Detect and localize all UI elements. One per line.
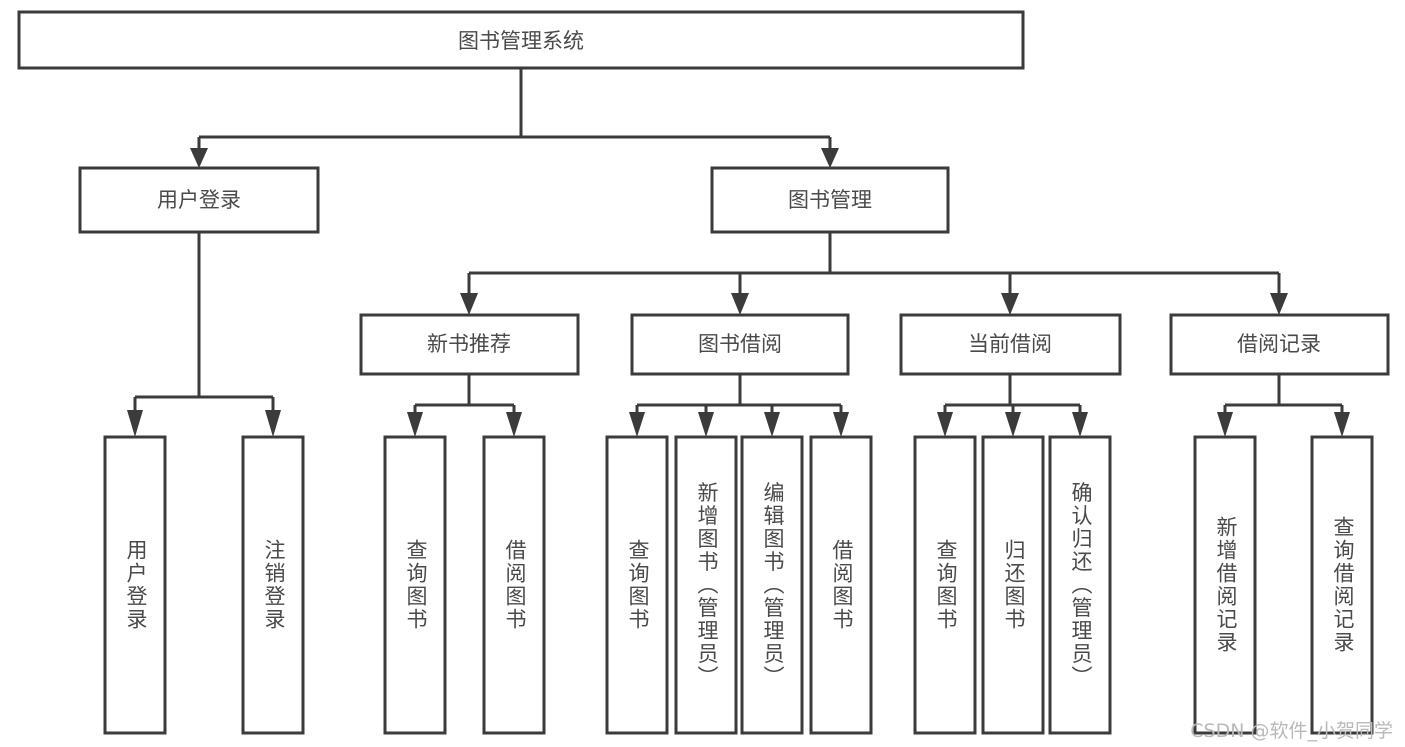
leaf-node-add-book-admin[interactable]: 新增图书（管理员） xyxy=(674,435,738,735)
node-box xyxy=(605,435,669,735)
node-box xyxy=(1193,435,1257,735)
node-user-login[interactable]: 用户登录 xyxy=(78,166,320,234)
node-label: 编辑图书（管理员） xyxy=(761,482,785,689)
arrow-head-icon xyxy=(1334,412,1350,437)
node-root-system[interactable]: 图书管理系统 xyxy=(17,10,1025,70)
node-new-book-recommend[interactable]: 新书推荐 xyxy=(359,313,580,376)
node-box xyxy=(1048,435,1112,735)
leaf-node-logout[interactable]: 注销登录 xyxy=(241,435,305,735)
node-box xyxy=(630,313,850,376)
arrow-head-icon xyxy=(506,412,522,437)
arrow-head-icon xyxy=(190,148,208,168)
node-box xyxy=(913,435,977,735)
node-label: 查询图书 xyxy=(626,539,650,631)
node-label: 新增借阅记录 xyxy=(1214,516,1238,654)
arrow-head-icon xyxy=(407,412,423,437)
leaf-node-return-book[interactable]: 归还图书 xyxy=(981,435,1045,735)
arrow-head-icon xyxy=(731,293,749,315)
node-box xyxy=(359,313,580,376)
node-box xyxy=(710,166,950,234)
node-box xyxy=(981,435,1045,735)
node-label: 注销登录 xyxy=(262,539,286,631)
leaf-node-search-books-newbooks[interactable]: 查询图书 xyxy=(383,435,447,735)
arrow-head-icon xyxy=(460,293,478,315)
arrow-head-icon xyxy=(821,148,839,168)
connector-group-login-to-leaves xyxy=(127,232,281,437)
node-label: 查询借阅记录 xyxy=(1331,516,1355,654)
node-box xyxy=(241,435,305,735)
leaf-node-search-books-borrow[interactable]: 查询图书 xyxy=(605,435,669,735)
node-box xyxy=(1310,435,1374,735)
connector-group-borrow-to-leaves xyxy=(629,374,849,437)
connector-group-newbooks-to-leaves xyxy=(407,374,522,437)
node-label: 图书管理系统 xyxy=(458,29,584,53)
arrow-head-icon xyxy=(1001,293,1019,315)
arrow-head-icon xyxy=(265,410,281,437)
node-label: 用户登录 xyxy=(157,188,241,212)
connector-group-records-to-leaves xyxy=(1217,374,1350,437)
node-box xyxy=(1169,313,1390,376)
node-box xyxy=(78,166,320,234)
node-label: 借阅图书 xyxy=(503,539,527,631)
node-label: 图书管理 xyxy=(788,188,872,212)
arrow-head-icon xyxy=(1217,412,1233,437)
node-box xyxy=(809,435,873,735)
node-label: 查询图书 xyxy=(934,539,958,631)
node-label: 借阅记录 xyxy=(1237,332,1321,356)
node-label: 归还图书 xyxy=(1002,539,1026,631)
node-box xyxy=(740,435,804,735)
node-label: 新书推荐 xyxy=(427,332,511,356)
arrow-head-icon xyxy=(833,412,849,437)
connector-group-level2-to-level3 xyxy=(460,232,1288,315)
node-box xyxy=(482,435,546,735)
arrow-head-icon xyxy=(127,410,143,437)
leaf-node-borrow-book[interactable]: 借阅图书 xyxy=(809,435,873,735)
node-label: 当前借阅 xyxy=(968,332,1052,356)
node-borrow-records[interactable]: 借阅记录 xyxy=(1169,313,1390,376)
leaf-node-add-borrow-record[interactable]: 新增借阅记录 xyxy=(1193,435,1257,735)
node-box xyxy=(17,10,1025,70)
arrow-head-icon xyxy=(629,412,645,437)
arrow-head-icon xyxy=(937,412,953,437)
node-label: 查询图书 xyxy=(404,539,428,631)
watermark-text: CSDN @软件_小贺同学 xyxy=(1190,720,1393,742)
node-label: 新增图书（管理员） xyxy=(695,482,719,689)
arrow-head-icon xyxy=(1005,412,1021,437)
leaf-node-search-borrow-record[interactable]: 查询借阅记录 xyxy=(1310,435,1374,735)
arrow-head-icon xyxy=(698,412,714,437)
node-box xyxy=(899,313,1122,376)
leaf-node-search-books-current[interactable]: 查询图书 xyxy=(913,435,977,735)
node-book-borrow[interactable]: 图书借阅 xyxy=(630,313,850,376)
leaf-node-borrow-books-newbooks[interactable]: 借阅图书 xyxy=(482,435,546,735)
node-box xyxy=(674,435,738,735)
node-label: 确认归还（管理员） xyxy=(1069,482,1093,689)
leaf-node-confirm-return-admin[interactable]: 确认归还（管理员） xyxy=(1048,435,1112,735)
arrow-head-icon xyxy=(1072,412,1088,437)
node-box xyxy=(103,435,167,735)
node-label: 用户登录 xyxy=(124,539,148,631)
node-label: 图书借阅 xyxy=(698,332,782,356)
connector-group-root-to-level2 xyxy=(190,68,839,168)
node-box xyxy=(383,435,447,735)
arrow-head-icon xyxy=(1270,293,1288,315)
arrow-head-icon xyxy=(764,412,780,437)
leaf-node-edit-book-admin[interactable]: 编辑图书（管理员） xyxy=(740,435,804,735)
node-current-borrow[interactable]: 当前借阅 xyxy=(899,313,1122,376)
node-book-management[interactable]: 图书管理 xyxy=(710,166,950,234)
connector-group-current-to-leaves xyxy=(937,374,1088,437)
node-label: 借阅图书 xyxy=(830,539,854,631)
leaf-node-user-login[interactable]: 用户登录 xyxy=(103,435,167,735)
